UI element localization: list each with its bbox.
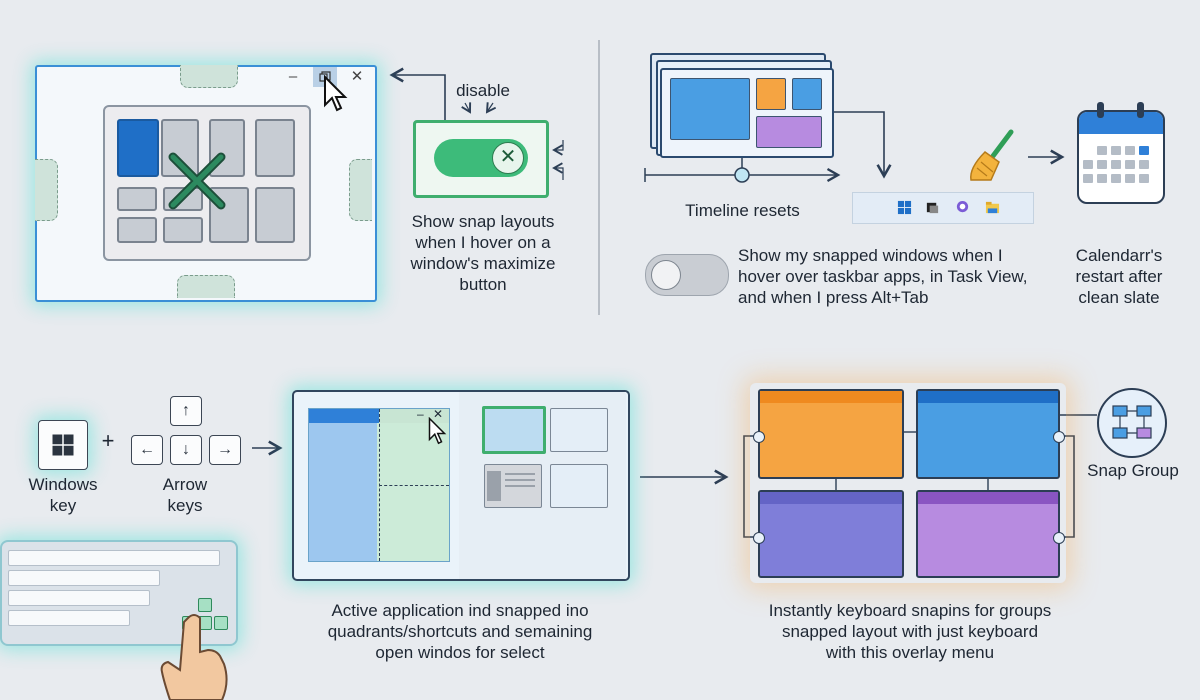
snap-suggestion-window[interactable] — [484, 464, 542, 508]
caption-line: Active application ind snapped ino — [331, 601, 589, 620]
arrow-keys-label: Arrow keys — [140, 474, 230, 516]
mouse-cursor-icon — [428, 417, 447, 445]
close-icon[interactable]: ✕ — [433, 407, 444, 421]
windows-key-label: Windows key — [18, 474, 108, 516]
left-dock-zone — [35, 159, 58, 221]
window-tile-blue-small — [792, 78, 822, 110]
caption-line: hover over taskbar apps, in Task View, — [738, 267, 1028, 286]
layout-cell[interactable] — [117, 187, 157, 211]
connector-node — [753, 431, 765, 443]
disable-label: disable — [456, 81, 510, 100]
calendar-caption: Calendarr's restart after clean slate — [1058, 245, 1180, 308]
snap-layouts-toggle-card: ✕ — [413, 120, 549, 198]
calendar-ring — [1137, 102, 1144, 118]
toggle-knob — [651, 260, 681, 290]
snap-assist-screen: – ✕ — [292, 390, 630, 581]
window-tile-blue — [670, 78, 750, 140]
group-window-indigo — [758, 490, 904, 578]
calendar-ring — [1097, 102, 1104, 118]
windows-key — [38, 420, 88, 470]
plus-sign: + — [101, 428, 115, 453]
caption-line: Show snap layouts — [411, 212, 555, 231]
minimize-icon[interactable]: – — [417, 407, 424, 421]
snap-layouts-caption: Show snap layouts when I hover on a wind… — [395, 211, 571, 295]
group-window-blue — [916, 389, 1060, 479]
disabled-x-icon — [168, 152, 226, 210]
connector-node — [753, 532, 765, 544]
snapped-app-window: – ✕ — [308, 407, 450, 562]
chat-icon[interactable] — [955, 200, 970, 215]
task-view-icon[interactable] — [925, 200, 940, 215]
layout-cell-selected[interactable] — [117, 119, 159, 177]
minimize-icon[interactable]: – — [288, 68, 298, 85]
snap-suggestion-window[interactable] — [550, 464, 608, 508]
taskbar — [852, 192, 1034, 224]
group-window-orange — [758, 389, 904, 479]
caption-line: Instantly keyboard snapins for groups — [768, 601, 1052, 620]
snap-layouts-toggle[interactable]: ✕ — [434, 139, 528, 177]
caption-line: clean slate — [1078, 288, 1160, 307]
top-dock-zone — [180, 65, 238, 88]
layout-cell[interactable] — [161, 119, 199, 177]
connector-node — [1053, 431, 1065, 443]
caption-line: window's maximize — [410, 254, 556, 273]
snapped-left-pane — [309, 409, 377, 561]
caption-line: restart after — [1075, 267, 1163, 286]
mouse-cursor-icon — [324, 75, 348, 112]
snap-group-caption: Instantly keyboard snapins for groups sn… — [750, 600, 1070, 663]
arrow-down-key: ↓ — [170, 435, 202, 465]
snapped-windows-toggle[interactable] — [645, 254, 729, 296]
pointing-hand-icon — [160, 614, 228, 700]
snap-layouts-panel — [103, 105, 311, 261]
caption-line: Arrow — [162, 475, 208, 494]
caption-line: snapped layout with just keyboard — [781, 622, 1039, 641]
broom-icon — [970, 129, 1014, 181]
snap-assist-caption: Active application ind snapped ino quadr… — [300, 600, 620, 663]
caption-line: Show my snapped windows when I — [738, 246, 1003, 265]
caption-line: with this overlay menu — [825, 643, 995, 662]
arrow-up-key: ↑ — [170, 396, 202, 426]
timeline-window — [660, 68, 834, 158]
caption-line: Calendarr's — [1075, 246, 1163, 265]
section-divider — [598, 40, 600, 315]
arrow-right-key: → — [209, 435, 241, 465]
timeline-label: Timeline resets — [685, 201, 800, 220]
close-icon[interactable]: ✕ — [350, 68, 364, 85]
window-tile-purple — [756, 116, 822, 148]
layout-cell[interactable] — [163, 217, 203, 243]
snap-group-icon — [1097, 388, 1167, 458]
right-dock-zone — [349, 159, 372, 221]
layout-cell[interactable] — [255, 187, 295, 243]
snap-suggestion-window[interactable] — [550, 408, 608, 452]
snap-suggestion-window[interactable] — [482, 406, 546, 454]
highlighted-arrow-key — [198, 598, 212, 612]
caption-line: and when I press Alt+Tab — [738, 288, 929, 307]
caption-line: keys — [167, 496, 203, 515]
snapped-windows-caption: Show my snapped windows when I hover ove… — [738, 245, 1048, 308]
caption-line: quadrants/shortcuts and semaining — [327, 622, 593, 641]
layout-cell[interactable] — [255, 119, 295, 177]
caption-line: button — [459, 275, 507, 294]
caption-line: Windows — [28, 475, 98, 494]
toggle-knob-x-icon: ✕ — [492, 142, 524, 174]
file-explorer-icon[interactable] — [985, 200, 1000, 215]
windows-logo-icon — [52, 434, 74, 456]
arrow-left-key: ← — [131, 435, 163, 465]
bottom-dock-zone — [177, 275, 235, 298]
highlighted-arrow-key — [214, 616, 228, 630]
snap-group-label: Snap Group — [1087, 461, 1179, 480]
layout-cell[interactable] — [117, 217, 157, 243]
caption-line: when I hover on a — [415, 233, 551, 252]
app-window: – ✕ — [35, 65, 377, 302]
caption-line: key — [49, 496, 77, 515]
window-tile-orange — [756, 78, 786, 110]
calendar-icon — [1077, 110, 1165, 204]
caption-line: open windos for select — [375, 643, 545, 662]
calendar-header — [1079, 112, 1163, 134]
windows-start-icon[interactable] — [897, 200, 912, 215]
group-window-purple — [916, 490, 1060, 578]
connector-node — [1053, 532, 1065, 544]
